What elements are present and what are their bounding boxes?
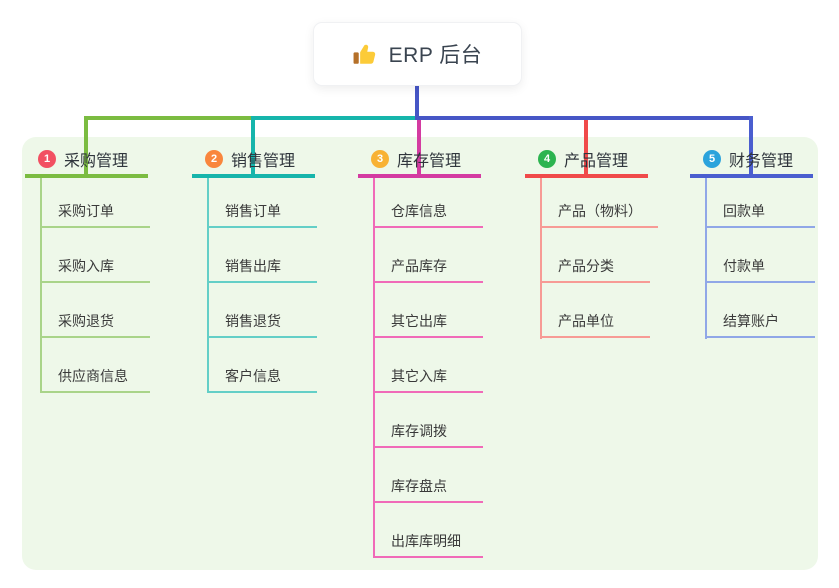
branch-number-badge: 1: [38, 150, 56, 168]
node-stock-count[interactable]: 库存盘点: [373, 471, 483, 503]
branch-trunk-line: [40, 178, 42, 393]
connector-drop-product: [584, 120, 588, 178]
branch-header-inventory[interactable]: 3 库存管理: [358, 144, 481, 178]
branch-finance: 5 财务管理 回款单 付款单 结算账户: [690, 0, 839, 588]
branch-label: 库存管理: [397, 153, 462, 170]
connector-drop-purchase: [84, 116, 88, 178]
connector-bus-teal: [251, 116, 417, 120]
branch-label: 财务管理: [729, 153, 794, 170]
branch-header-sales[interactable]: 2 销售管理: [192, 144, 315, 178]
node-purchase-return[interactable]: 采购退货: [40, 306, 150, 338]
root-node[interactable]: ERP 后台: [313, 22, 522, 86]
node-purchase-order[interactable]: 采购订单: [40, 196, 150, 228]
node-customer-info[interactable]: 客户信息: [207, 361, 317, 393]
node-sales-order[interactable]: 销售订单: [207, 196, 317, 228]
node-purchase-inbound[interactable]: 采购入库: [40, 251, 150, 283]
branch-inventory: 3 库存管理 仓库信息 产品库存 其它出库 其它入库 库存调拨 库存盘点 出库库…: [358, 0, 523, 588]
connector-drop-sales: [251, 116, 255, 178]
branch-product: 4 产品管理 产品（物料） 产品分类 产品单位: [525, 0, 690, 588]
node-product-stock[interactable]: 产品库存: [373, 251, 483, 283]
node-payment-order[interactable]: 付款单: [705, 251, 815, 283]
node-supplier-info[interactable]: 供应商信息: [40, 361, 150, 393]
branch-trunk-line: [540, 178, 542, 339]
node-stock-transfer[interactable]: 库存调拨: [373, 416, 483, 448]
branch-header-finance[interactable]: 5 财务管理: [690, 144, 813, 178]
branch-sales: 2 销售管理 销售订单 销售出库 销售退货 客户信息: [192, 0, 357, 588]
branch-trunk-line: [207, 178, 209, 393]
node-other-outbound[interactable]: 其它出库: [373, 306, 483, 338]
branch-trunk-line: [705, 178, 707, 339]
thumbs-up-icon: [353, 41, 379, 67]
branch-number-badge: 4: [538, 150, 556, 168]
branch-purchase: 1 采购管理 采购订单 采购入库 采购退货 供应商信息: [25, 0, 190, 588]
branch-label: 产品管理: [564, 153, 629, 170]
node-sales-outbound[interactable]: 销售出库: [207, 251, 317, 283]
node-receipt-order[interactable]: 回款单: [705, 196, 815, 228]
connector-drop-finance: [749, 116, 753, 178]
connector-root-drop: [415, 84, 419, 118]
branch-number-badge: 2: [205, 150, 223, 168]
branch-number-badge: 5: [703, 150, 721, 168]
branch-label: 采购管理: [64, 153, 129, 170]
node-other-inbound[interactable]: 其它入库: [373, 361, 483, 393]
root-title: ERP 后台: [388, 44, 483, 67]
branch-number-badge: 3: [371, 150, 389, 168]
node-settlement-account[interactable]: 结算账户: [705, 306, 815, 338]
branch-header-purchase[interactable]: 1 采购管理: [25, 144, 148, 178]
node-product-material[interactable]: 产品（物料）: [540, 196, 658, 228]
connector-bus-green: [84, 116, 253, 120]
connector-drop-inventory: [417, 120, 421, 178]
branch-header-product[interactable]: 4 产品管理: [525, 144, 648, 178]
branch-label: 销售管理: [231, 153, 296, 170]
connector-bus-blue: [415, 116, 753, 120]
node-outbound-detail[interactable]: 出库库明细: [373, 526, 483, 558]
node-sales-return[interactable]: 销售退货: [207, 306, 317, 338]
branches-panel: [22, 137, 818, 570]
branch-trunk-line: [373, 178, 375, 558]
node-product-unit[interactable]: 产品单位: [540, 306, 650, 338]
node-product-category[interactable]: 产品分类: [540, 251, 650, 283]
node-warehouse-info[interactable]: 仓库信息: [373, 196, 483, 228]
